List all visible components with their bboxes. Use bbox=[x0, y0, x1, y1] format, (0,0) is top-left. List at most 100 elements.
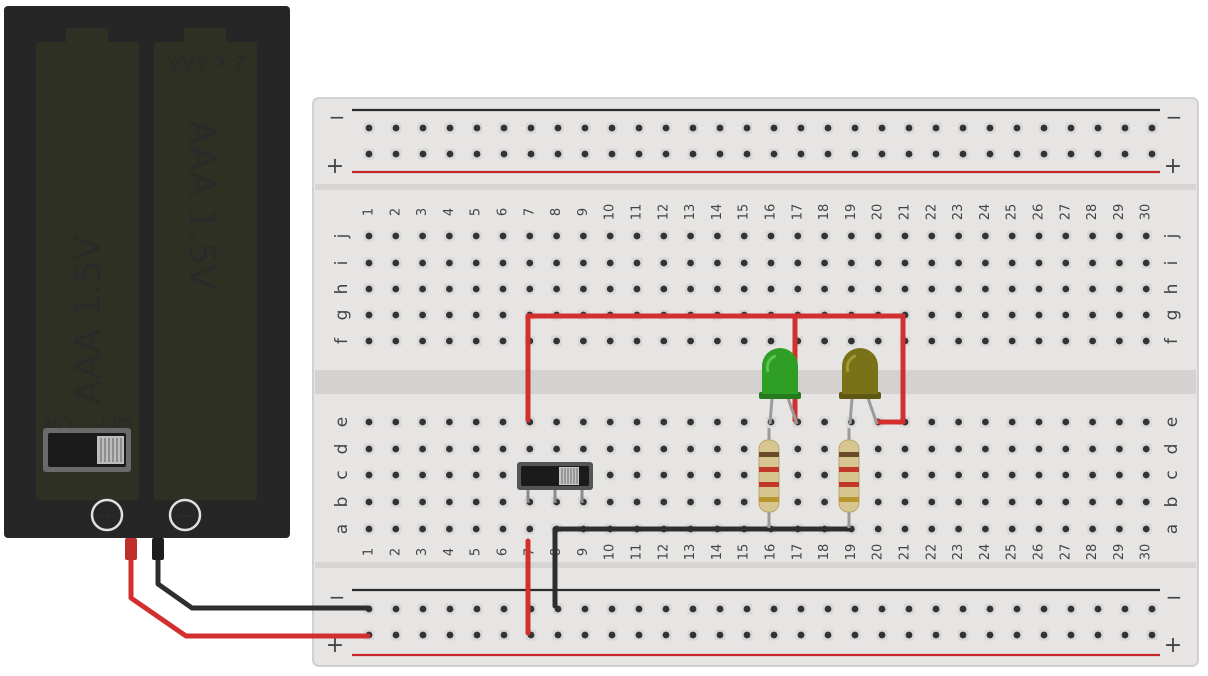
breadboard-hole[interactable] bbox=[872, 469, 884, 481]
breadboard-hole[interactable] bbox=[1087, 523, 1099, 535]
breadboard-hole[interactable] bbox=[687, 148, 699, 160]
breadboard-hole[interactable] bbox=[551, 230, 563, 242]
breadboard-hole[interactable] bbox=[738, 335, 750, 347]
breadboard-hole[interactable] bbox=[1011, 603, 1023, 615]
breadboard-hole[interactable] bbox=[1006, 523, 1018, 535]
breadboard-hole[interactable] bbox=[979, 496, 991, 508]
breadboard-hole[interactable] bbox=[577, 416, 589, 428]
breadboard-hole[interactable] bbox=[738, 283, 750, 295]
breadboard-hole[interactable] bbox=[551, 257, 563, 269]
breadboard-hole[interactable] bbox=[631, 443, 643, 455]
breadboard-hole[interactable] bbox=[1033, 257, 1045, 269]
breadboard-hole[interactable] bbox=[363, 523, 375, 535]
breadboard-hole[interactable] bbox=[1146, 603, 1158, 615]
breadboard-hole[interactable] bbox=[795, 629, 807, 641]
breadboard-hole[interactable] bbox=[604, 496, 616, 508]
breadboard-hole[interactable] bbox=[822, 122, 834, 134]
breadboard-hole[interactable] bbox=[768, 629, 780, 641]
breadboard-hole[interactable] bbox=[633, 148, 645, 160]
breadboard-hole[interactable] bbox=[953, 416, 965, 428]
breadboard-hole[interactable] bbox=[979, 469, 991, 481]
breadboard-hole[interactable] bbox=[551, 443, 563, 455]
breadboard-hole[interactable] bbox=[577, 335, 589, 347]
breadboard-hole[interactable] bbox=[1092, 148, 1104, 160]
breadboard-hole[interactable] bbox=[845, 230, 857, 242]
breadboard-hole[interactable] bbox=[444, 148, 456, 160]
breadboard-hole[interactable] bbox=[714, 629, 726, 641]
breadboard-hole[interactable] bbox=[849, 122, 861, 134]
breadboard-hole[interactable] bbox=[1146, 629, 1158, 641]
breadboard-hole[interactable] bbox=[768, 148, 780, 160]
breadboard-hole[interactable] bbox=[497, 523, 509, 535]
breadboard-hole[interactable] bbox=[1092, 122, 1104, 134]
breadboard-hole[interactable] bbox=[390, 230, 402, 242]
breadboard-hole[interactable] bbox=[1038, 603, 1050, 615]
breadboard-hole[interactable] bbox=[390, 335, 402, 347]
breadboard-hole[interactable] bbox=[604, 335, 616, 347]
breadboard-hole[interactable] bbox=[738, 416, 750, 428]
breadboard-hole[interactable] bbox=[577, 283, 589, 295]
breadboard-hole[interactable] bbox=[687, 122, 699, 134]
breadboard-hole[interactable] bbox=[579, 603, 591, 615]
breadboard-hole[interactable] bbox=[604, 416, 616, 428]
breadboard-hole[interactable] bbox=[711, 257, 723, 269]
breadboard-hole[interactable] bbox=[1087, 469, 1099, 481]
breadboard-hole[interactable] bbox=[685, 443, 697, 455]
breadboard-hole[interactable] bbox=[1006, 335, 1018, 347]
breadboard-hole[interactable] bbox=[979, 283, 991, 295]
breadboard-hole[interactable] bbox=[1033, 443, 1045, 455]
breadboard-hole[interactable] bbox=[930, 148, 942, 160]
breadboard-hole[interactable] bbox=[849, 629, 861, 641]
breadboard-hole[interactable] bbox=[1113, 230, 1125, 242]
breadboard-hole[interactable] bbox=[822, 603, 834, 615]
breadboard-hole[interactable] bbox=[792, 283, 804, 295]
breadboard-hole[interactable] bbox=[876, 122, 888, 134]
breadboard-hole[interactable] bbox=[819, 469, 831, 481]
breadboard-hole[interactable] bbox=[579, 629, 591, 641]
breadboard-hole[interactable] bbox=[1011, 629, 1023, 641]
breadboard-hole[interactable] bbox=[795, 122, 807, 134]
breadboard-hole[interactable] bbox=[930, 603, 942, 615]
breadboard-hole[interactable] bbox=[1060, 257, 1072, 269]
breadboard-hole[interactable] bbox=[443, 496, 455, 508]
breadboard-hole[interactable] bbox=[872, 283, 884, 295]
breadboard-hole[interactable] bbox=[524, 283, 536, 295]
breadboard-hole[interactable] bbox=[551, 416, 563, 428]
breadboard-hole[interactable] bbox=[363, 309, 375, 321]
breadboard-hole[interactable] bbox=[497, 469, 509, 481]
breadboard-hole[interactable] bbox=[819, 496, 831, 508]
breadboard-hole[interactable] bbox=[1033, 469, 1045, 481]
breadboard-hole[interactable] bbox=[658, 283, 670, 295]
led-olive[interactable] bbox=[839, 348, 881, 425]
breadboard-hole[interactable] bbox=[498, 148, 510, 160]
breadboard-hole[interactable] bbox=[633, 122, 645, 134]
breadboard-hole[interactable] bbox=[1006, 496, 1018, 508]
breadboard-hole[interactable] bbox=[1140, 443, 1152, 455]
breadboard-hole[interactable] bbox=[1140, 335, 1152, 347]
breadboard-hole[interactable] bbox=[1060, 523, 1072, 535]
breadboard-hole[interactable] bbox=[471, 122, 483, 134]
breadboard-hole[interactable] bbox=[685, 257, 697, 269]
breadboard-hole[interactable] bbox=[1033, 416, 1045, 428]
breadboard-hole[interactable] bbox=[903, 122, 915, 134]
breadboard-hole[interactable] bbox=[953, 309, 965, 321]
breadboard-hole[interactable] bbox=[606, 629, 618, 641]
breadboard-hole[interactable] bbox=[819, 283, 831, 295]
breadboard-hole[interactable] bbox=[443, 309, 455, 321]
breadboard-hole[interactable] bbox=[470, 416, 482, 428]
breadboard-hole[interactable] bbox=[604, 257, 616, 269]
breadboard-hole[interactable] bbox=[1033, 496, 1045, 508]
breadboard-hole[interactable] bbox=[1140, 416, 1152, 428]
breadboard-hole[interactable] bbox=[1006, 309, 1018, 321]
breadboard-hole[interactable] bbox=[738, 257, 750, 269]
breadboard-hole[interactable] bbox=[390, 629, 402, 641]
breadboard-hole[interactable] bbox=[984, 629, 996, 641]
breadboard-hole[interactable] bbox=[1087, 309, 1099, 321]
breadboard-hole[interactable] bbox=[417, 443, 429, 455]
breadboard-hole[interactable] bbox=[1033, 230, 1045, 242]
breadboard-hole[interactable] bbox=[443, 283, 455, 295]
breadboard-hole[interactable] bbox=[795, 603, 807, 615]
breadboard-hole[interactable] bbox=[979, 257, 991, 269]
breadboard-hole[interactable] bbox=[1113, 469, 1125, 481]
jumper-wire-black-ground[interactable] bbox=[552, 526, 852, 609]
